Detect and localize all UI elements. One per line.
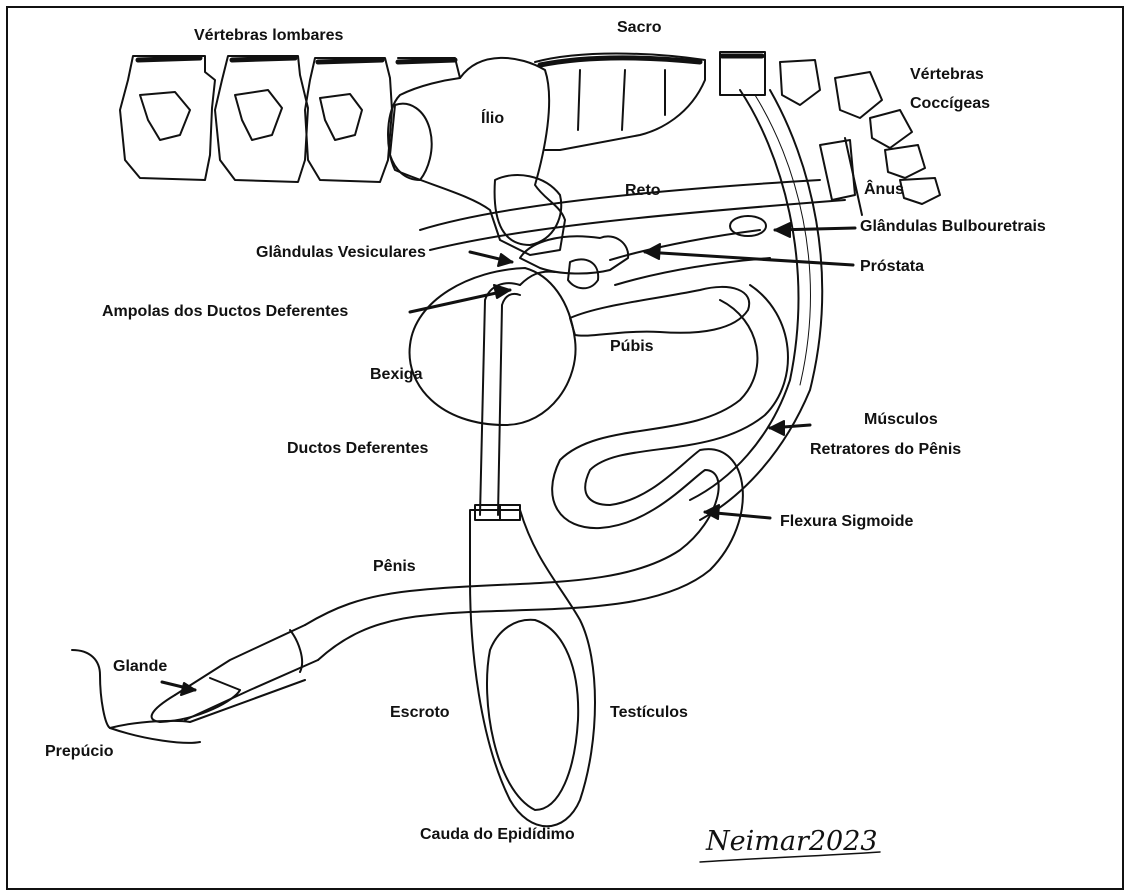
vesicular-glands-drawing	[520, 236, 628, 288]
bladder-drawing	[410, 268, 576, 425]
ilium-drawing	[388, 58, 565, 255]
label-musculos-2: Retratores do Pênis	[810, 441, 961, 459]
label-pubis: Púbis	[610, 338, 654, 356]
coccygeal-vertebrae-drawing	[720, 52, 940, 204]
label-glandulas-bulbouretrais: Glândulas Bulbouretrais	[860, 218, 1046, 236]
label-prostata: Próstata	[860, 258, 924, 276]
label-cauda-epididimo: Cauda do Epidídimo	[420, 826, 575, 844]
penis-drawing	[175, 285, 788, 720]
label-vertebras-lombares: Vértebras lombares	[194, 27, 343, 45]
label-ampolas: Ampolas dos Ductos Deferentes	[102, 303, 348, 321]
label-anus: Ânus	[864, 181, 904, 199]
label-glandulas-vesiculares: Glândulas Vesiculares	[256, 244, 426, 262]
label-reto: Reto	[625, 182, 661, 200]
label-musculos-1: Músculos	[864, 411, 938, 429]
pubis-drawing	[570, 287, 749, 336]
label-escroto: Escroto	[390, 704, 450, 722]
label-prepucio: Prepúcio	[45, 743, 113, 761]
retractor-muscles-drawing	[690, 90, 822, 520]
sacrum-drawing	[535, 54, 705, 151]
glans-prepuce-drawing	[72, 650, 305, 743]
label-bexiga: Bexiga	[370, 366, 422, 384]
label-ilio: Ílio	[481, 110, 504, 128]
scrotum-testicle-drawing	[470, 283, 595, 826]
label-ductos-deferentes: Ductos Deferentes	[287, 440, 428, 458]
label-sacro: Sacro	[617, 19, 661, 37]
artist-signature: Neimar2023	[706, 826, 878, 857]
leader-arrows	[162, 223, 855, 695]
label-flexura-sigmoide: Flexura Sigmoide	[780, 513, 913, 531]
label-glande: Glande	[113, 658, 167, 676]
label-vertebras-coccigeas-1: Vértebras	[910, 66, 984, 84]
label-penis: Pênis	[373, 558, 416, 576]
lumbar-vertebrae-drawing	[120, 56, 460, 182]
urethra-pelvic-drawing	[610, 216, 770, 285]
label-testiculos: Testículos	[610, 704, 688, 722]
label-vertebras-coccigeas-2: Coccígeas	[910, 95, 990, 113]
